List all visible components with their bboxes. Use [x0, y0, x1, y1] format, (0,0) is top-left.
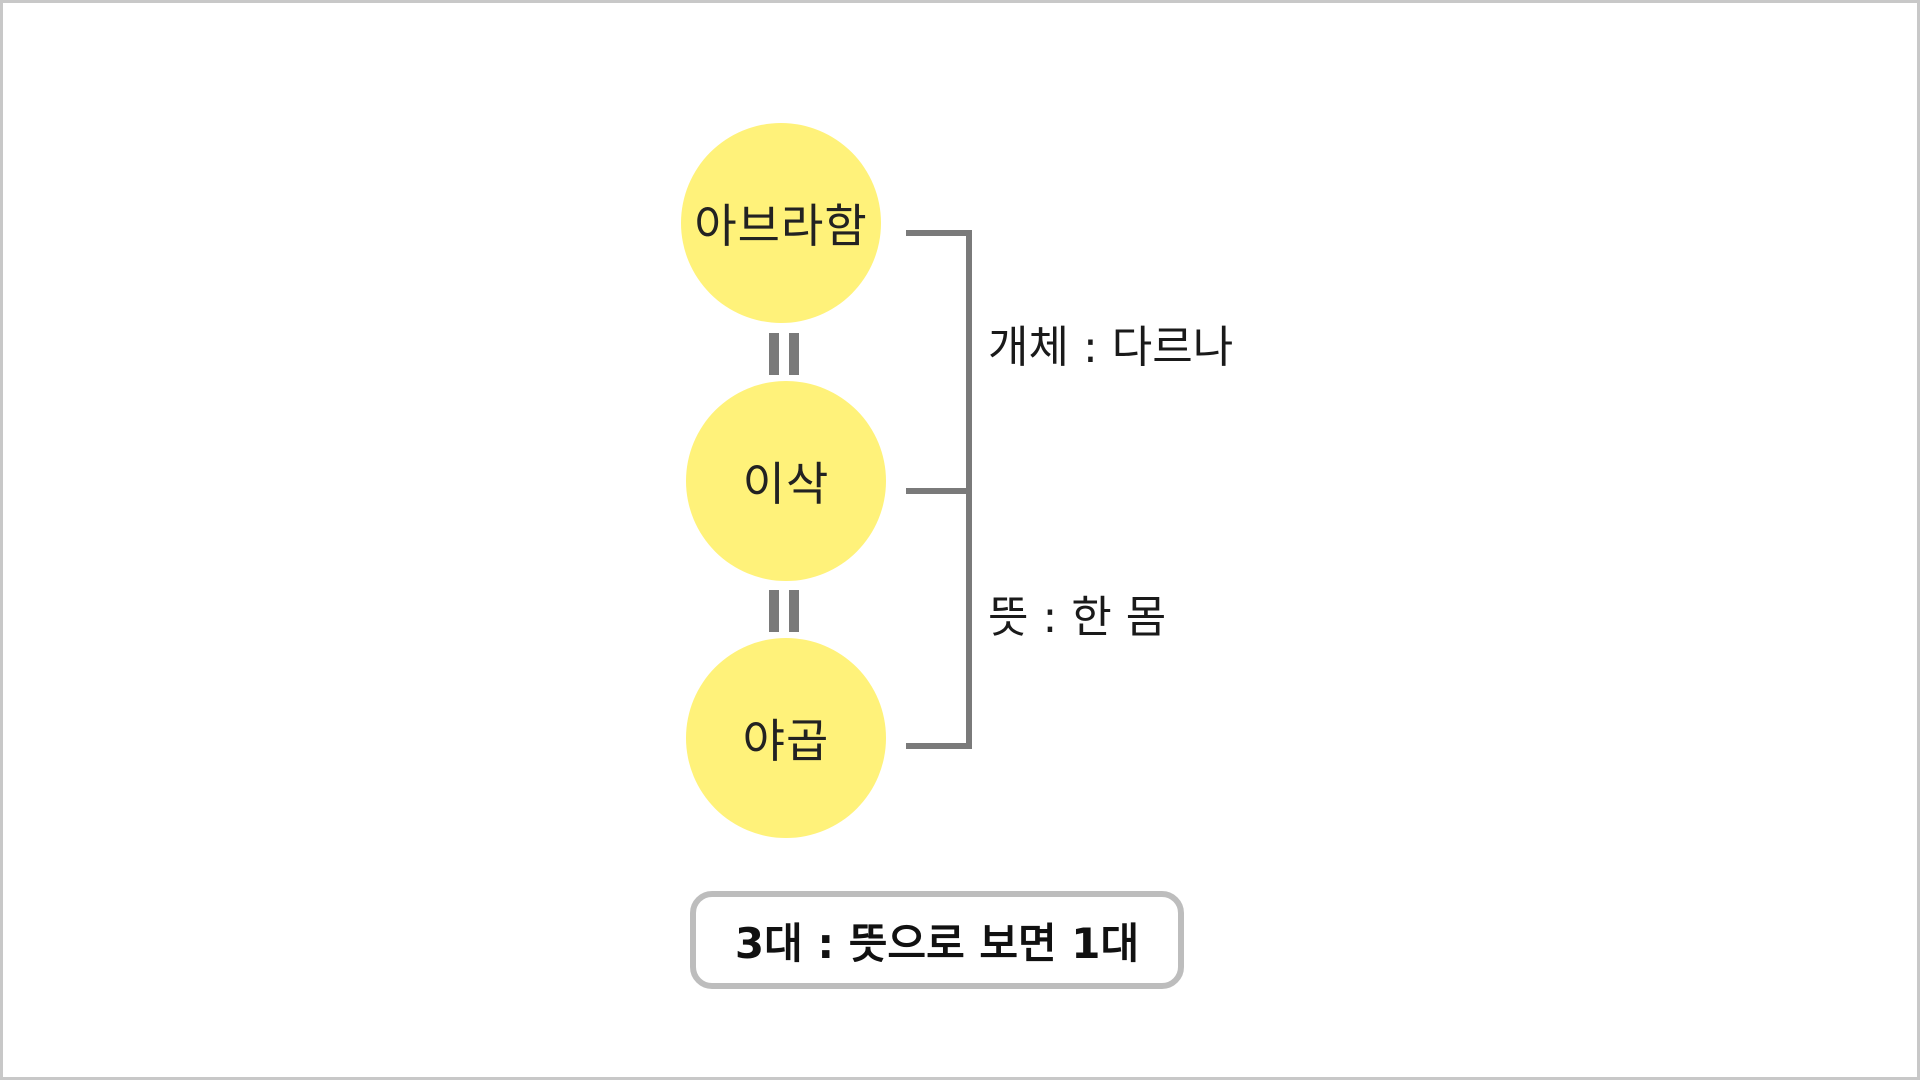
- caption-box: 3대 : 뜻으로 보면 1대: [690, 891, 1184, 989]
- node-abraham-label: 아브라함: [694, 199, 868, 253]
- annotation-individual: 개체 : 다르나: [988, 322, 1234, 373]
- annotation-meaning: 뜻 : 한 몸: [988, 592, 1167, 643]
- caption-text: 3대 : 뜻으로 보면 1대: [734, 918, 1140, 968]
- equal-sign-2: [769, 590, 799, 632]
- bracket-connector: [906, 230, 972, 749]
- node-jacob: 야곱: [686, 638, 886, 838]
- node-isaac-label: 이삭: [742, 457, 830, 511]
- equal-sign-1: [769, 333, 799, 375]
- node-abraham: 아브라함: [681, 123, 881, 323]
- node-jacob-label: 야곱: [742, 714, 830, 768]
- node-isaac: 이삭: [686, 381, 886, 581]
